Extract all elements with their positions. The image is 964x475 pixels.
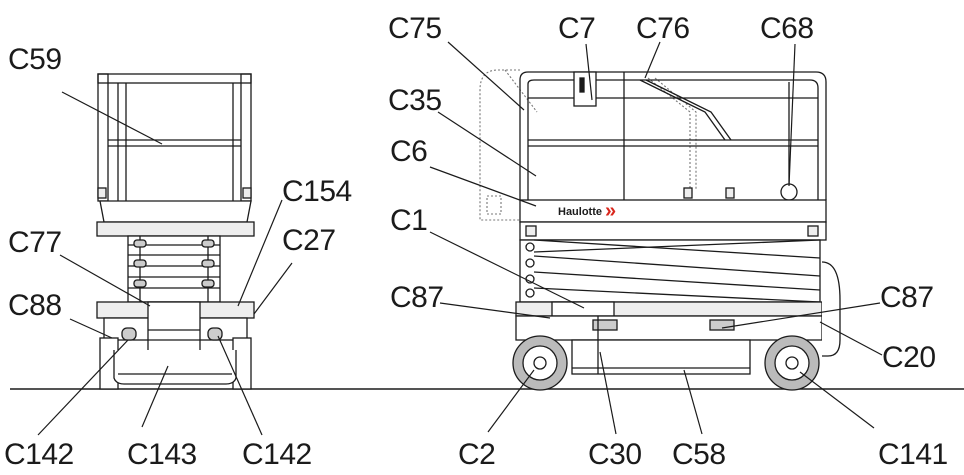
front-wheel: [512, 335, 568, 391]
brand-logo-text: Haulotte: [558, 206, 602, 218]
label-c143: C143: [127, 438, 197, 471]
side-guardrail: [519, 71, 827, 200]
label-c7: C7: [558, 12, 596, 45]
label-c142-left: C142: [4, 438, 74, 471]
front-scissor-stack: [127, 235, 221, 303]
label-c2: C2: [458, 438, 496, 471]
label-c20: C20: [882, 341, 936, 374]
side-platform-base: [519, 221, 827, 241]
label-c88: C88: [8, 289, 62, 322]
label-c6: C6: [390, 135, 428, 168]
label-c141: C141: [878, 438, 948, 471]
label-c87-right: C87: [880, 281, 934, 314]
control-knob: [780, 183, 798, 201]
label-c68: C68: [760, 12, 814, 45]
label-c142-right: C142: [242, 438, 312, 471]
rear-wheel: [764, 335, 820, 391]
front-guardrail: [97, 73, 252, 202]
brand-chevron-icon: »: [605, 200, 616, 222]
label-c35: C35: [388, 84, 442, 117]
label-c30: C30: [588, 438, 642, 471]
label-c27: C27: [282, 224, 336, 257]
side-view: [479, 69, 841, 391]
front-chassis: [96, 301, 255, 390]
side-chassis: [515, 261, 841, 375]
label-c154: C154: [282, 175, 352, 208]
front-platform: [96, 200, 255, 237]
front-view: [96, 73, 255, 390]
label-c77: C77: [8, 226, 62, 259]
extension-deck-outline: [479, 69, 697, 221]
label-c1: C1: [390, 204, 428, 237]
leader-lines: [37, 41, 883, 436]
label-c87-left: C87: [390, 281, 444, 314]
label-c59: C59: [8, 43, 62, 76]
side-scissor-arms: [519, 239, 821, 303]
label-c76: C76: [636, 12, 690, 45]
label-c75: C75: [388, 12, 442, 45]
label-c58: C58: [672, 438, 726, 471]
